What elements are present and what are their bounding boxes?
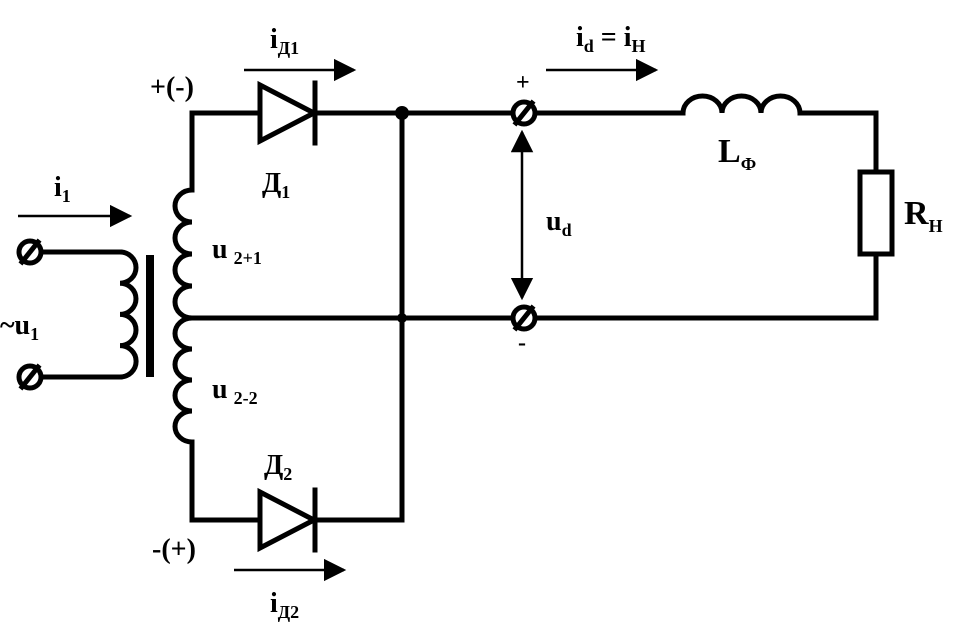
input-terminal-top (16, 238, 44, 266)
label-id1: iД1 (270, 24, 299, 58)
label-resistor: RН (904, 195, 943, 236)
junction-top (395, 106, 409, 120)
diode-2 (257, 487, 320, 553)
input-terminal-bottom (16, 363, 44, 391)
label-out-plus: + (516, 70, 530, 96)
inductor-lf (680, 93, 803, 114)
label-polarity-top: +(-) (150, 72, 194, 103)
label-out-minus: - (518, 330, 526, 356)
label-diode-1: Д1 (262, 168, 290, 202)
transformer-core (146, 255, 154, 377)
secondary-winding (172, 187, 193, 445)
label-id-eq-ih: id = iН (576, 22, 646, 56)
label-id2: iД2 (270, 588, 299, 622)
label-inductor: LФ (718, 133, 756, 174)
label-diode-2: Д2 (264, 450, 292, 484)
label-i1: i1 (54, 172, 71, 206)
primary-winding (27, 249, 139, 380)
label-u1: ~u1 (0, 310, 39, 344)
label-ud: ud (546, 206, 572, 240)
output-terminal-minus (510, 304, 538, 332)
junction-center (397, 313, 407, 323)
diode-1 (257, 80, 320, 146)
label-polarity-bottom: -(+) (152, 534, 196, 565)
output-terminal-plus (510, 99, 538, 127)
resistor-rh (857, 169, 895, 257)
